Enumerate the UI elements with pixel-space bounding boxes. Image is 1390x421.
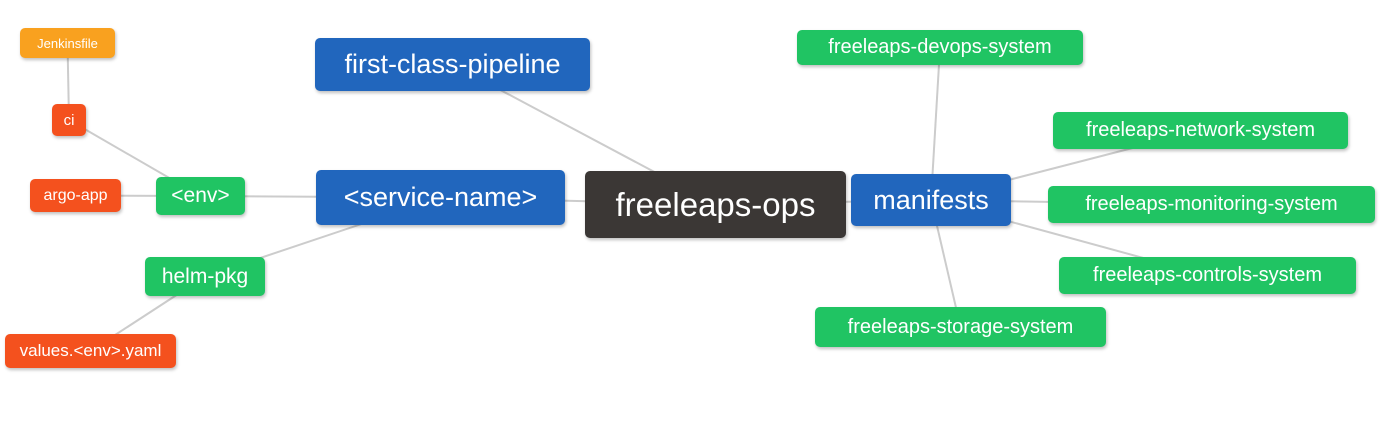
node-freeleaps-devops-system[interactable]: freeleaps-devops-system xyxy=(797,30,1083,65)
node-env[interactable]: <env> xyxy=(156,177,245,215)
node-label: freeleaps-storage-system xyxy=(847,315,1074,338)
node-manifests[interactable]: manifests xyxy=(851,174,1011,226)
node-freeleaps-ops[interactable]: freeleaps-ops xyxy=(585,171,846,238)
node-label: <service-name> xyxy=(343,182,538,212)
node-label: freeleaps-ops xyxy=(615,185,816,223)
node-argo-app[interactable]: argo-app xyxy=(30,179,121,212)
node-label: Jenkinsfile xyxy=(37,35,98,51)
node-label: freeleaps-controls-system xyxy=(1093,264,1322,286)
node-freeleaps-storage-system[interactable]: freeleaps-storage-system xyxy=(815,307,1106,347)
node-freeleaps-controls-system[interactable]: freeleaps-controls-system xyxy=(1059,257,1356,294)
node-label: freeleaps-network-system xyxy=(1086,119,1315,141)
node-label: first-class-pipeline xyxy=(344,49,561,79)
node-freeleaps-network-system[interactable]: freeleaps-network-system xyxy=(1053,112,1348,149)
node-helm-pkg[interactable]: helm-pkg xyxy=(145,257,265,296)
node-label: freeleaps-monitoring-system xyxy=(1085,193,1338,215)
node-service-name[interactable]: <service-name> xyxy=(316,170,565,225)
node-label: manifests xyxy=(873,184,989,215)
node-values-env-yaml[interactable]: values.<env>.yaml xyxy=(5,334,176,368)
node-label: values.<env>.yaml xyxy=(19,341,162,360)
node-label: freeleaps-devops-system xyxy=(828,36,1052,58)
node-label: argo-app xyxy=(43,186,108,204)
node-freeleaps-monitoring-system[interactable]: freeleaps-monitoring-system xyxy=(1048,186,1375,223)
node-jenkinsfile[interactable]: Jenkinsfile xyxy=(20,28,115,58)
node-label: helm-pkg xyxy=(161,264,249,288)
node-label: <env> xyxy=(171,184,230,207)
node-first-class-pipeline[interactable]: first-class-pipeline xyxy=(315,38,590,91)
node-ci[interactable]: ci xyxy=(52,104,86,136)
node-label: ci xyxy=(63,111,75,129)
